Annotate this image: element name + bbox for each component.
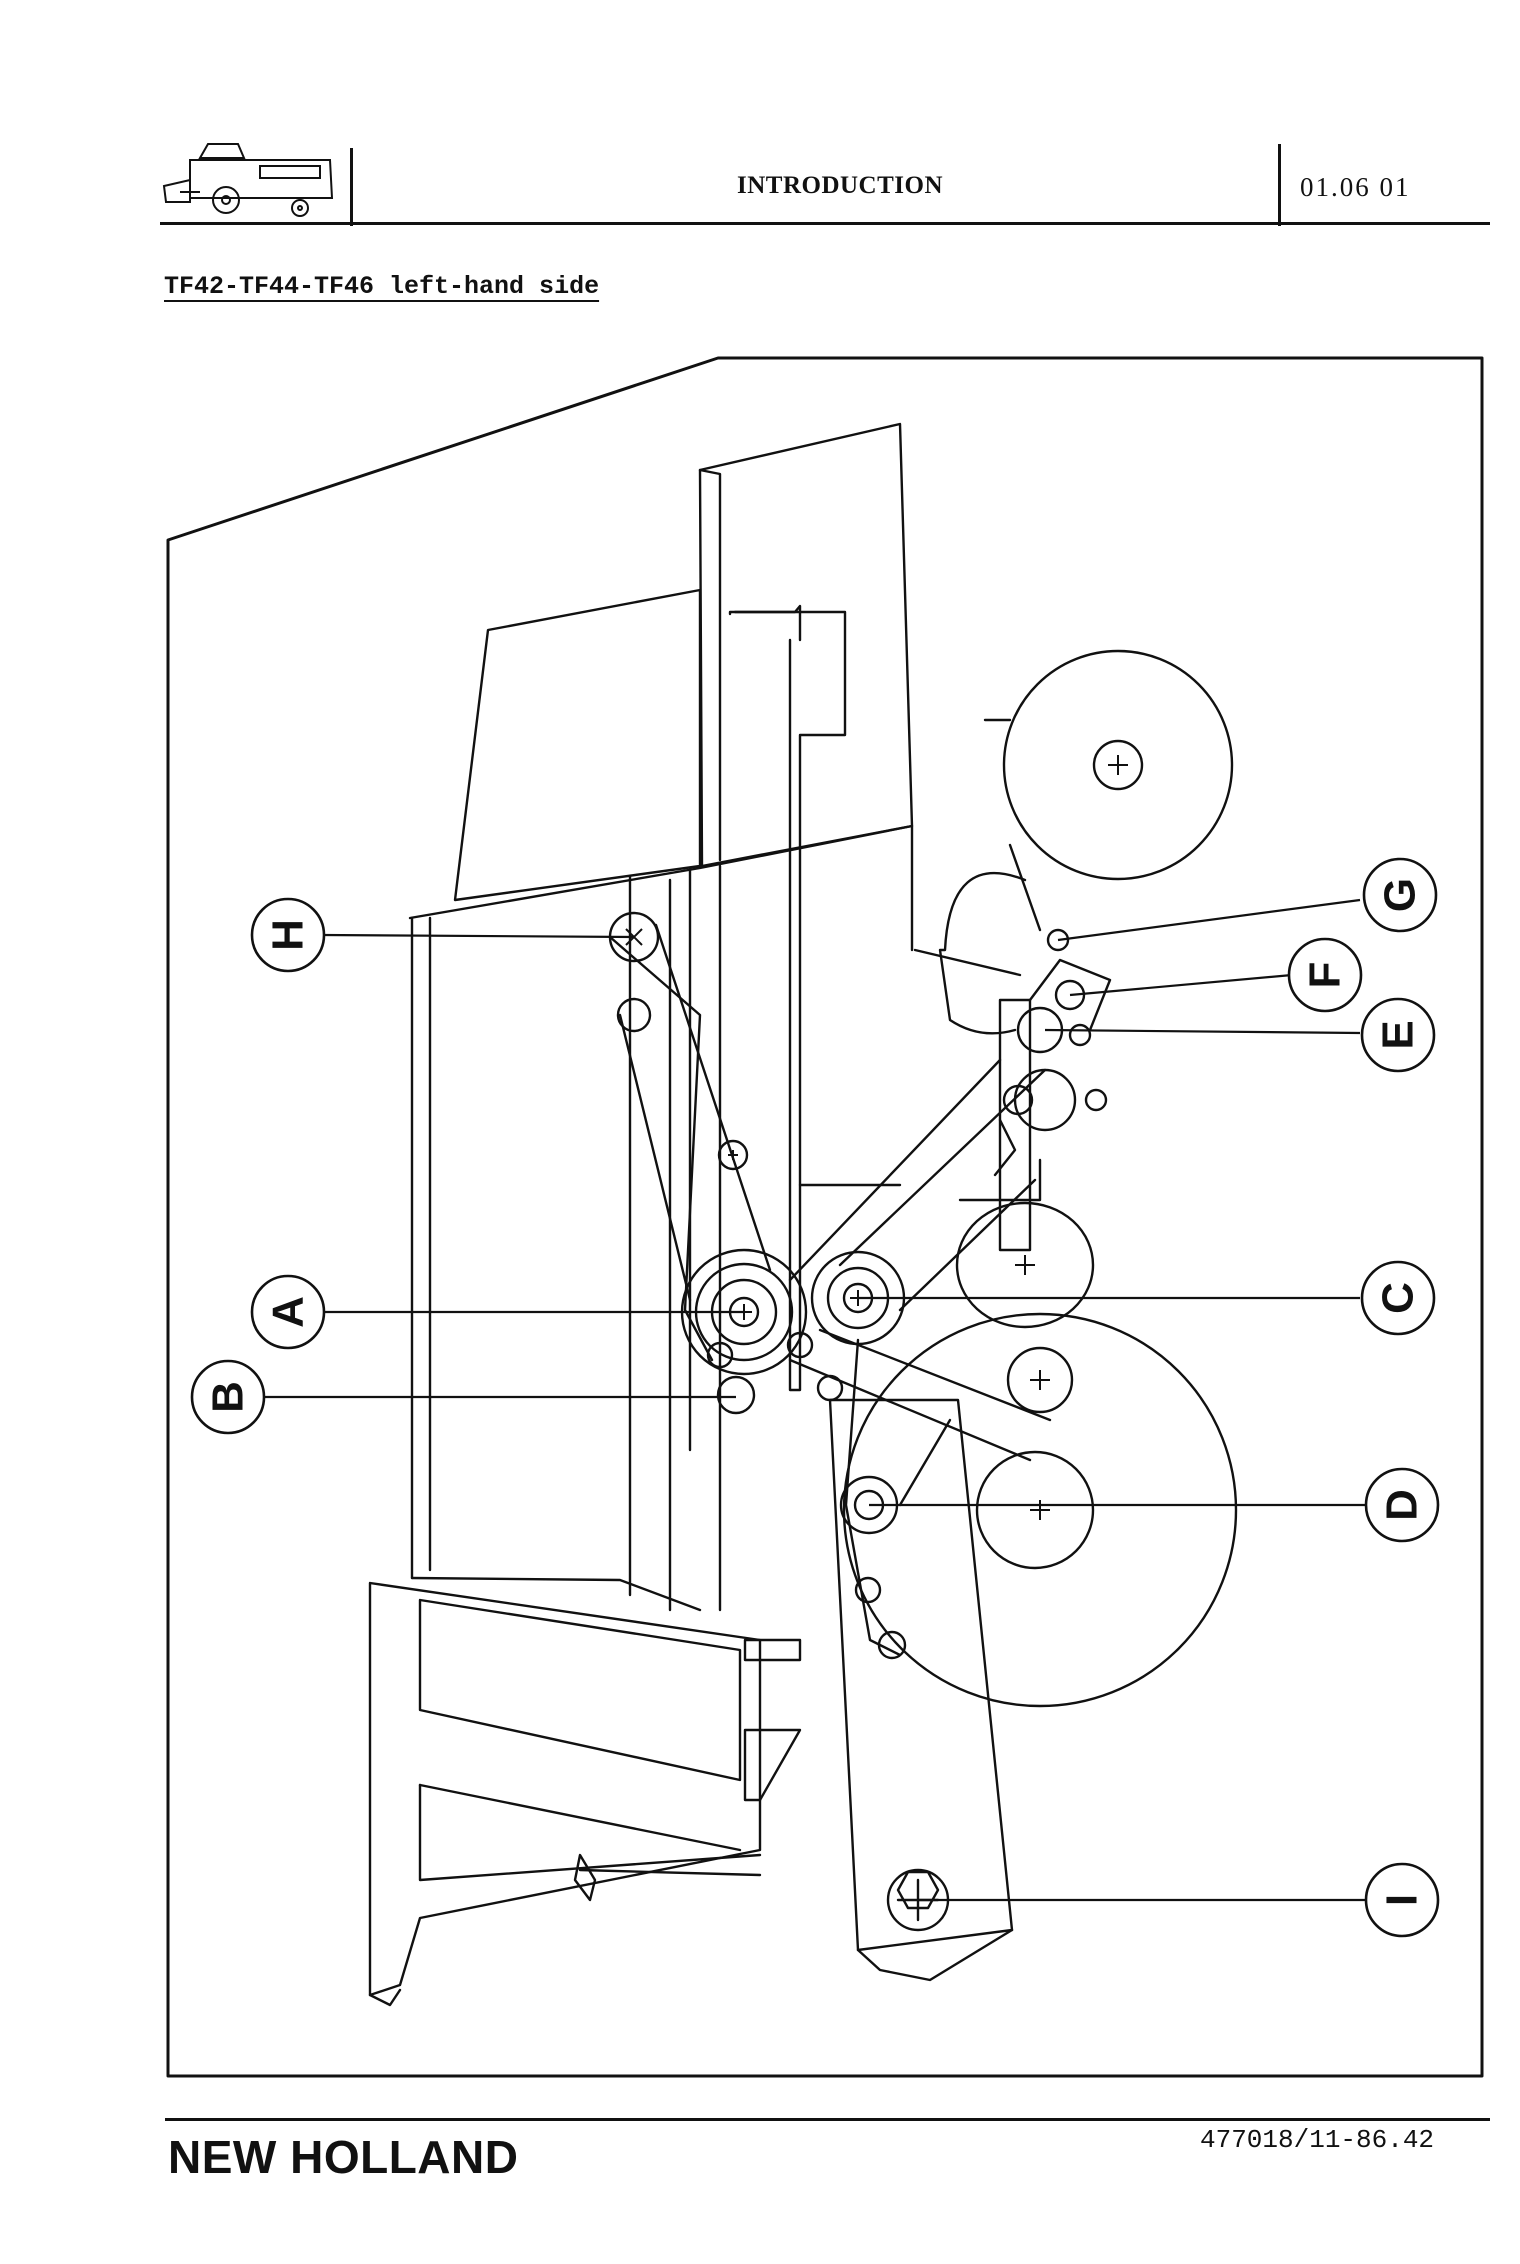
callout-g: G xyxy=(1376,878,1425,912)
brand-name: NEW HOLLAND xyxy=(168,2131,519,2183)
footer-rule xyxy=(165,2118,1490,2121)
callout-e: E xyxy=(1374,1020,1423,1049)
document-reference: 477018/11-86.42 xyxy=(1200,2125,1435,2155)
page-code: 01.06 01 xyxy=(1300,172,1411,202)
diagram-frame xyxy=(166,356,1484,2078)
callout-d: D xyxy=(1378,1489,1427,1521)
callout-b: B xyxy=(204,1381,253,1413)
combine-harvester-icon xyxy=(162,143,334,217)
header-rule xyxy=(160,222,1490,225)
header-divider-left xyxy=(350,148,353,226)
callout-h: H xyxy=(264,919,313,951)
header-divider-right xyxy=(1278,144,1281,226)
callout-a: A xyxy=(264,1296,313,1328)
callout-f: F xyxy=(1301,962,1350,989)
header-title: INTRODUCTION xyxy=(736,172,944,199)
section-title: TF42-TF44-TF46 left-hand side xyxy=(164,272,600,301)
callout-c: C xyxy=(1374,1282,1423,1314)
callout-i: I xyxy=(1378,1894,1427,1906)
